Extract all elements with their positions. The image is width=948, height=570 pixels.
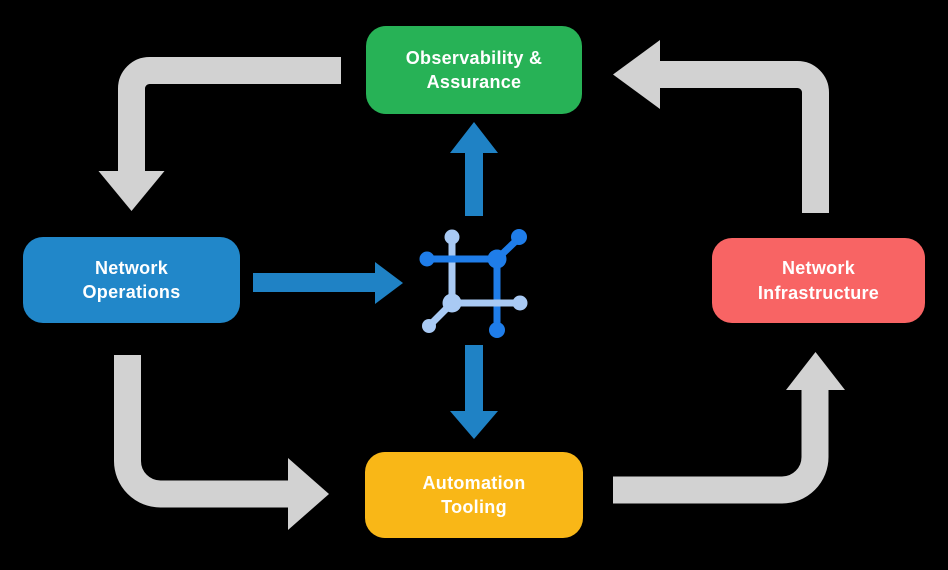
- arrow-operations-to-automation-icon: [114, 355, 329, 530]
- node-automation-tooling-label-line2: Tooling: [441, 497, 507, 517]
- node-network-operations: Network Operations: [23, 237, 240, 323]
- node-observability: Observability & Assurance: [366, 26, 582, 114]
- node-network-infrastructure: Network Infrastructure: [712, 238, 925, 323]
- node-network-operations-label-line1: Network: [94, 257, 169, 278]
- node-network-operations-label-line2: Operations: [82, 282, 181, 302]
- node-observability-label-line2: Assurance: [426, 72, 522, 92]
- node-network-infrastructure-label-line2: Infrastructure: [757, 282, 880, 303]
- arrow-core-to-observability-icon: [450, 122, 498, 216]
- arrow-operations-to-core-icon: [253, 262, 403, 304]
- node-automation-tooling-label-line1: Automation: [422, 472, 526, 493]
- arrow-infrastructure-to-observability-icon: [613, 40, 829, 213]
- arrow-automation-to-infrastructure-icon: [613, 352, 845, 504]
- node-network-infrastructure-label-line1: Network: [781, 258, 856, 279]
- node-automation-tooling: Automation Tooling: [365, 452, 583, 538]
- node-observability-label-line1: Observability &: [405, 47, 543, 68]
- arrow-core-to-automation-icon: [450, 345, 498, 439]
- network-core-icon: [419, 229, 528, 338]
- arrow-observability-to-operations-icon: [98, 57, 341, 211]
